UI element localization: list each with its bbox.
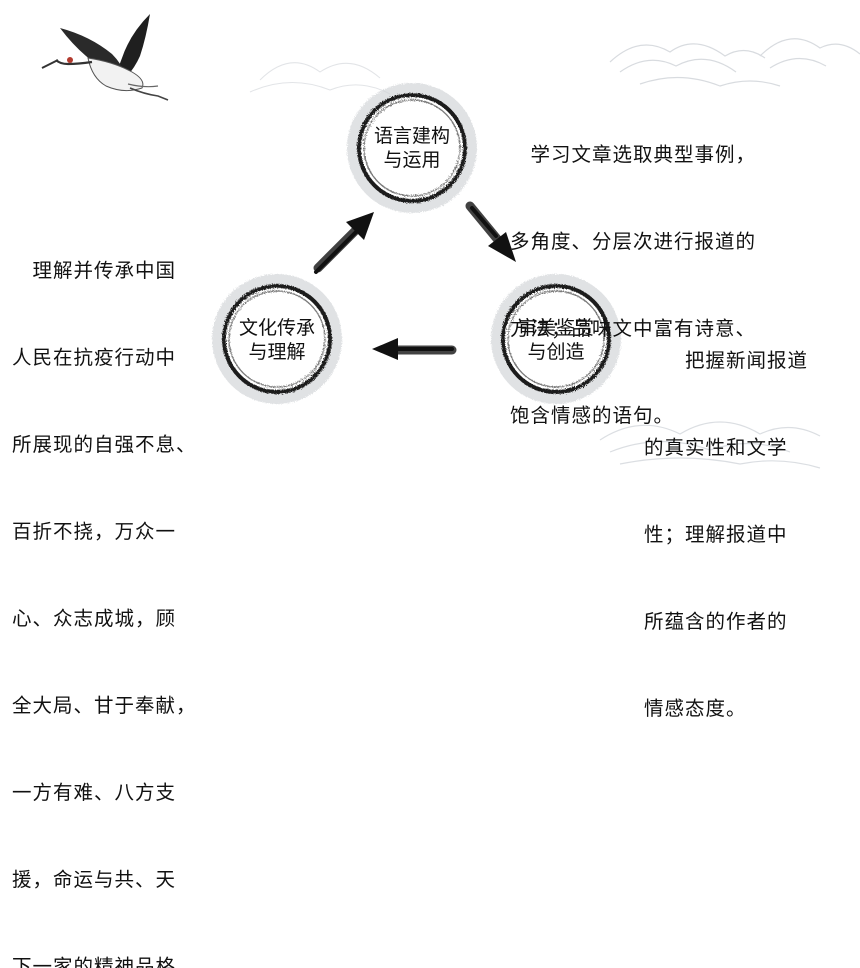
node-language-label: 语言建构 与运用	[362, 124, 462, 172]
node-culture-label: 文化传承 与理解	[227, 316, 327, 364]
node-aesthetic-label: 审美鉴赏 与创造	[506, 316, 606, 364]
crane-illustration	[41, 14, 169, 101]
text-line: 的真实性和文学	[644, 436, 788, 459]
text-line: 所展现的自强不息、	[12, 433, 197, 456]
text-block-language: 学习文章选取典型事例， 多角度、分层次进行报道的 方法；品味文中富有诗意、 饱含…	[510, 82, 756, 459]
mountain-decoration-bottom-right	[599, 421, 821, 469]
node-aesthetic-line2: 与创造	[527, 341, 585, 363]
text-line: 下一家的精神品格。	[12, 955, 197, 968]
node-aesthetic-line1: 审美鉴赏	[517, 317, 594, 339]
text-line: 情感态度。	[644, 697, 747, 720]
text-line: 学习文章选取典型事例，	[510, 143, 757, 166]
text-block-aesthetic: 把握新闻报道 的真实性和文学 性；理解报道中 所蕴含的作者的 情感态度。	[644, 288, 808, 752]
node-culture-line1: 文化传承	[238, 317, 315, 339]
ink-circle-culture	[212, 274, 342, 404]
text-line: 人民在抗疫行动中	[12, 346, 177, 369]
text-line: 理解并传承中国	[12, 259, 177, 282]
node-language-line1: 语言建构	[373, 125, 450, 147]
text-line: 百折不挠，万众一	[12, 520, 177, 543]
arrow-culture-to-language	[313, 212, 374, 274]
text-line: 饱含情感的语句。	[510, 404, 675, 427]
text-line: 性；理解报道中	[644, 523, 788, 546]
mountain-decoration-top-left	[249, 62, 391, 95]
node-language-line2: 与运用	[383, 149, 441, 171]
mountain-decoration-top-right	[609, 38, 860, 87]
text-line: 一方有难、八方支	[12, 781, 177, 804]
text-line: 全大局、甘于奉献，	[12, 694, 197, 717]
ink-circle-language	[347, 83, 477, 213]
arrow-aesthetic-to-culture	[372, 338, 457, 360]
arrow-language-to-aesthetic	[465, 201, 516, 262]
text-block-culture: 理解并传承中国 人民在抗疫行动中 所展现的自强不息、 百折不挠，万众一 心、众志…	[12, 198, 197, 968]
text-line: 援，命运与共、天	[12, 868, 177, 891]
text-line: 方法；品味文中富有诗意、	[510, 317, 757, 340]
text-line: 多角度、分层次进行报道的	[510, 230, 757, 253]
node-culture-line2: 与理解	[248, 341, 306, 363]
background-layer	[41, 14, 860, 469]
text-line: 把握新闻报道	[644, 349, 809, 372]
ink-circle-aesthetic	[491, 274, 621, 404]
text-line: 心、众志成城，顾	[12, 607, 177, 630]
text-line: 所蕴含的作者的	[644, 610, 788, 633]
